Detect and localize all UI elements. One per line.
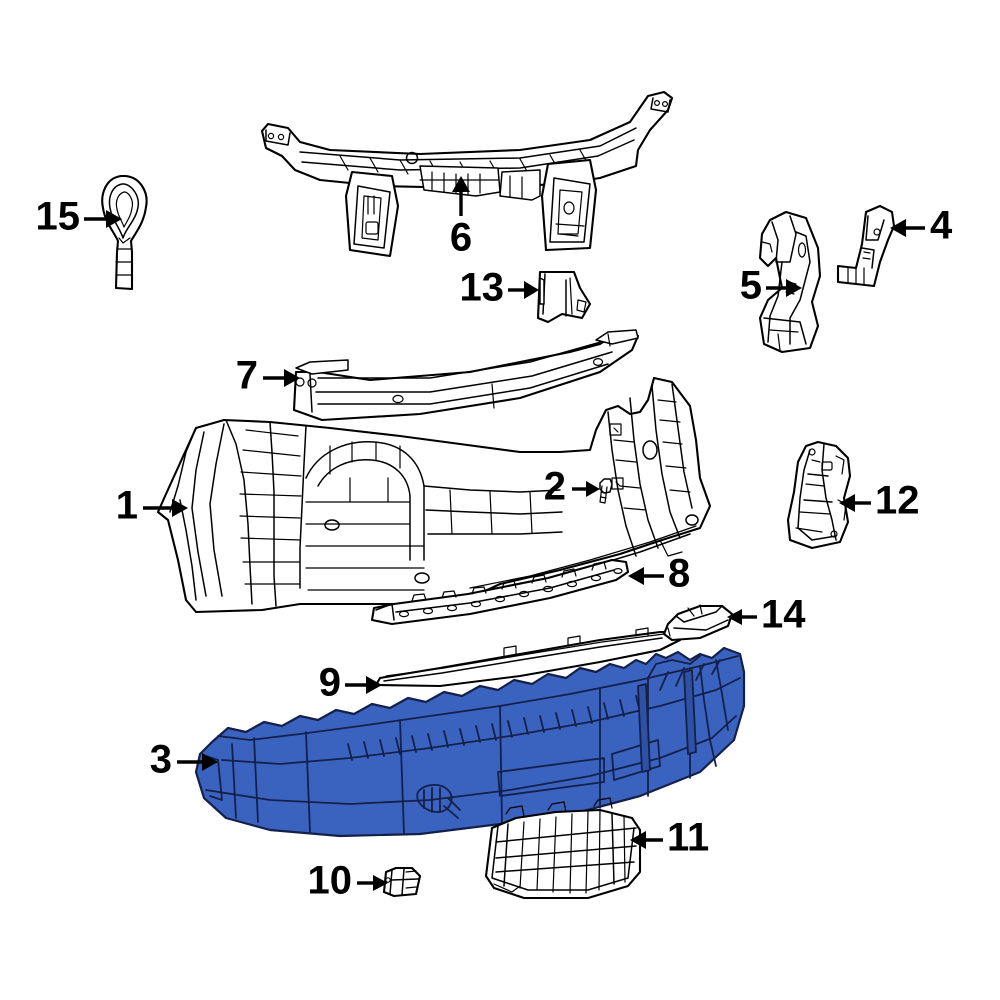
callout-11[interactable]: 11 <box>630 816 709 860</box>
callout-6[interactable]: 6 <box>450 176 472 260</box>
callout-label-11: 11 <box>667 816 709 860</box>
part-11-rear-lower-valance[interactable] <box>484 797 642 900</box>
callout-label-9: 9 <box>319 661 341 705</box>
part-13-bumper-small-bracket[interactable] <box>536 270 592 324</box>
part-8-bumper-energy-absorber[interactable] <box>370 558 630 626</box>
callout-3[interactable]: 3 <box>150 738 218 782</box>
callout-label-6: 6 <box>450 216 472 260</box>
callout-5[interactable]: 5 <box>740 264 802 308</box>
callout-9[interactable]: 9 <box>319 661 382 705</box>
callout-label-8: 8 <box>668 552 690 596</box>
callout-10[interactable]: 10 <box>308 859 389 903</box>
callout-label-10: 10 <box>308 859 353 903</box>
callout-13[interactable]: 13 <box>460 266 540 310</box>
part-14-bumper-end-bracket[interactable] <box>662 604 734 642</box>
callout-4[interactable]: 4 <box>890 204 953 248</box>
callout-8[interactable]: 8 <box>628 552 690 596</box>
callout-label-3: 3 <box>150 738 172 782</box>
callout-15[interactable]: 15 <box>36 195 123 239</box>
part-3-rear-lower-bumper-fascia[interactable] <box>194 646 746 838</box>
callout-label-5: 5 <box>740 264 762 308</box>
callout-label-15: 15 <box>36 195 81 239</box>
callout-1[interactable]: 1 <box>116 484 188 528</box>
callout-label-7: 7 <box>236 354 258 398</box>
callout-label-12: 12 <box>875 479 920 523</box>
callout-7[interactable]: 7 <box>236 354 300 398</box>
part-2-bumper-screw[interactable] <box>599 478 613 504</box>
callout-label-4: 4 <box>930 204 953 248</box>
part-6-rear-crossmember[interactable] <box>260 90 674 258</box>
callout-label-14: 14 <box>761 593 806 637</box>
callout-label-1: 1 <box>116 484 138 528</box>
part-1-rear-bumper-cover[interactable] <box>156 376 712 614</box>
part-12-bumper-side-support[interactable] <box>786 440 852 550</box>
callout-14[interactable]: 14 <box>727 593 806 637</box>
callout-2[interactable]: 2 <box>544 465 600 509</box>
part-10-bumper-retainer-clip[interactable] <box>382 866 422 898</box>
callout-12[interactable]: 12 <box>839 479 920 523</box>
part-7-bumper-impact-bar[interactable] <box>292 329 640 422</box>
callout-label-13: 13 <box>460 266 505 310</box>
part-15-tow-hook-eyelet[interactable] <box>101 174 148 291</box>
callout-label-2: 2 <box>544 465 566 509</box>
part-4-bumper-bracket-right[interactable] <box>836 204 896 288</box>
